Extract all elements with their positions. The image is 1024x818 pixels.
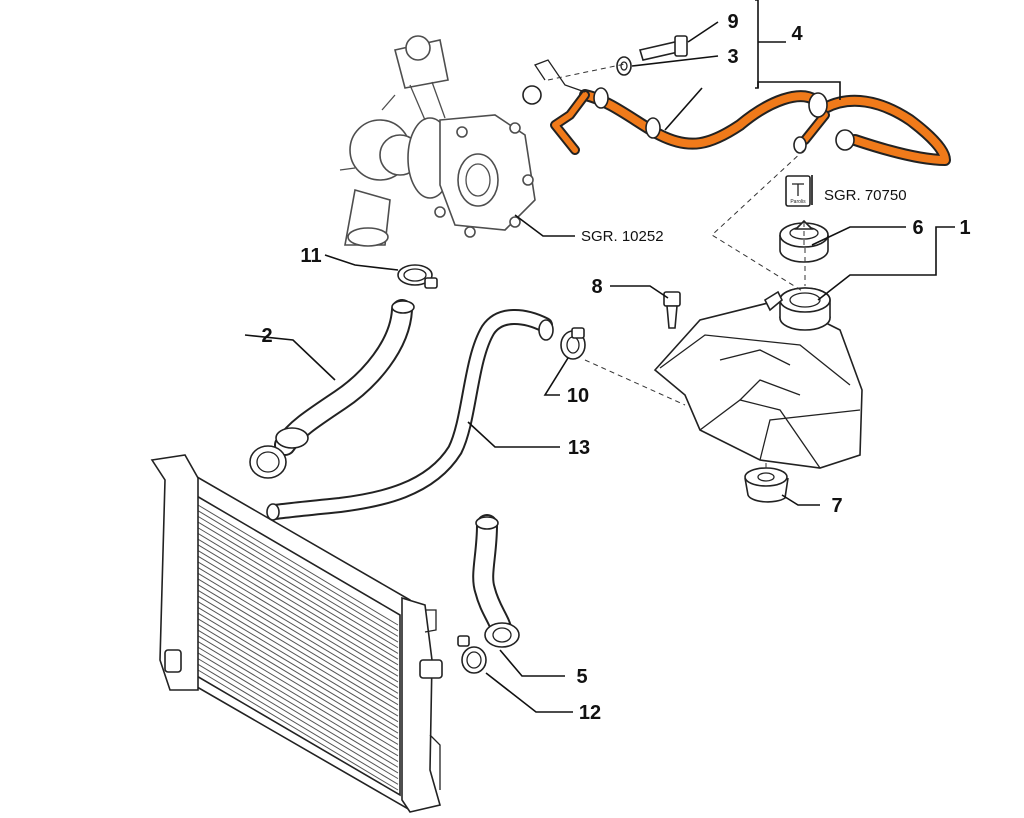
turbocharger (339, 35, 536, 247)
ref-cap: SGR. 70750 (824, 187, 907, 204)
radiator-fin (197, 555, 399, 677)
radiator-fin (197, 606, 399, 728)
highlighted-coolant-hose (522, 59, 951, 166)
callout-labels: 9 3 4 6 1 8 11 2 10 13 7 5 12 SGR. 10252… (261, 11, 970, 724)
callout-1: 1 (959, 217, 970, 239)
radiator (150, 454, 443, 813)
rubber-mount-part-7 (744, 467, 789, 503)
radiator-fin (197, 629, 399, 751)
callout-12: 12 (579, 702, 601, 724)
callout-5: 5 (576, 666, 587, 688)
radiator-fin (197, 567, 399, 689)
radiator-fin (197, 521, 399, 643)
leader-lines (244, 0, 955, 713)
callout-7: 7 (831, 495, 842, 517)
callout-13: 13 (568, 437, 590, 459)
radiator-fin (197, 595, 399, 717)
radiator-fin (197, 646, 399, 768)
callout-10: 10 (567, 385, 589, 407)
radiator-fin (197, 515, 399, 637)
radiator-fin (197, 578, 399, 700)
hose-part-5 (472, 514, 520, 648)
radiator-fin (197, 663, 399, 785)
radiator-fin (197, 589, 399, 711)
svg-text:Parolis: Parolis (790, 199, 806, 205)
hose-part-13 (266, 309, 554, 521)
radiator-fin (197, 652, 399, 774)
radiator-fin (197, 658, 399, 780)
callout-9: 9 (727, 11, 738, 33)
radiator-fin (197, 584, 399, 706)
radiator-fin (197, 601, 399, 723)
washer-part-3 (616, 56, 632, 76)
callout-3: 3 (727, 46, 738, 68)
callout-6: 6 (912, 217, 923, 239)
callout-11: 11 (300, 245, 321, 267)
radiator-fin (197, 527, 399, 649)
clamp-part-10 (560, 327, 586, 360)
clamp-part-12 (457, 635, 487, 674)
expansion-tank (653, 287, 863, 469)
radiator-fin (197, 510, 399, 632)
radiator-fin (197, 561, 399, 683)
radiator-fin (197, 618, 399, 740)
radiator-fin (197, 624, 399, 745)
clamp-part-11 (397, 264, 438, 289)
book-reference-icon: Parolis (785, 175, 811, 207)
radiator-fin (197, 635, 399, 757)
bolt-part-9 (638, 35, 688, 61)
radiator-fin (197, 504, 399, 626)
callout-2: 2 (261, 325, 272, 347)
radiator-fin (197, 669, 399, 791)
radiator-fin (197, 641, 399, 762)
radiator-fin (197, 538, 399, 660)
radiator-fin (197, 544, 399, 666)
radiator-fin (197, 533, 399, 654)
callout-8: 8 (591, 276, 602, 298)
ref-turbo: SGR. 10252 (581, 228, 664, 245)
callout-4: 4 (791, 23, 803, 45)
radiator-fin (197, 550, 399, 671)
bolt-part-8 (663, 291, 681, 329)
radiator-fin (197, 612, 399, 734)
assembly-lines (547, 63, 806, 468)
hose-part-2 (249, 299, 415, 479)
radiator-fin (197, 572, 399, 694)
radiator-fins (197, 504, 399, 791)
